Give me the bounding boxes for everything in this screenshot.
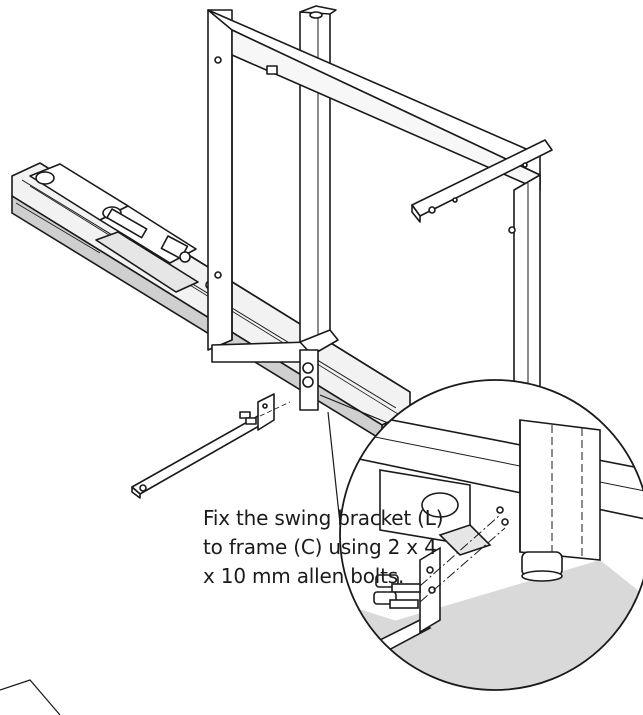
instruction-line-3: x 10 mm allen bolts. <box>203 564 405 588</box>
swing-bracket-icon <box>131 393 275 499</box>
allen-bolt-icon <box>239 401 291 425</box>
instruction-text: Fix the swing bracket (L) to frame (C) u… <box>203 504 444 591</box>
instruction-line-2: to frame (C) using 2 x 4 <box>203 535 437 559</box>
instruction-line-1: Fix the swing bracket (L) <box>203 506 444 530</box>
